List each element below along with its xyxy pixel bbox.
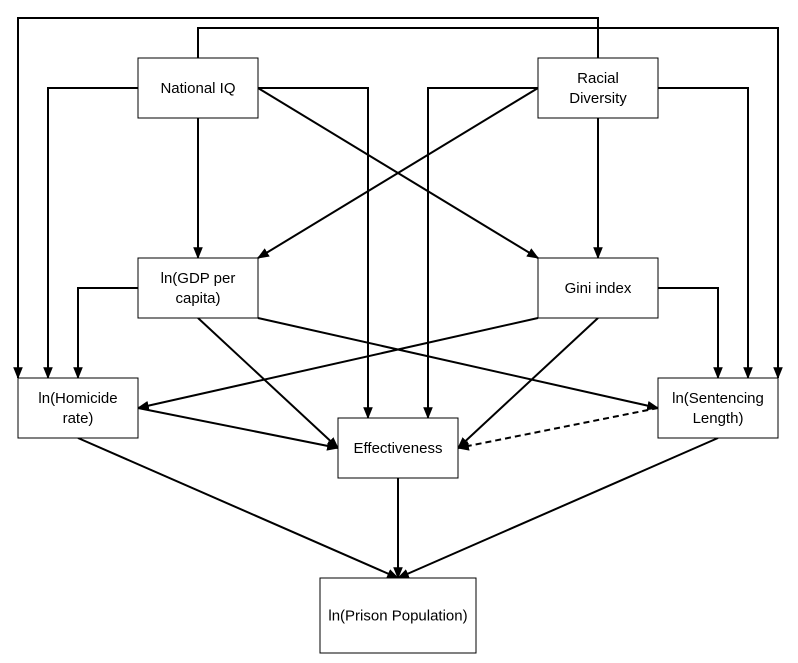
node-label: ln(Homicide (38, 390, 117, 407)
node-box (17, 377, 139, 439)
edge-homicide-to-effectiveness (137, 407, 340, 451)
node-box (137, 57, 259, 119)
edge-national-iq-to-homicide (43, 87, 138, 380)
edge-sentencing-to-prison (396, 437, 719, 579)
node-label: Gini index (565, 280, 632, 297)
node-box (657, 377, 779, 439)
edge-racial-diversity-to-homicide (13, 17, 599, 380)
node-label: ln(GDP per (161, 270, 236, 287)
node-gini: Gini index (537, 257, 659, 319)
node-label: capita) (175, 290, 220, 307)
node-effectiveness: Effectiveness (337, 417, 459, 479)
node-gdp: ln(GDP per capita) (137, 257, 259, 319)
edge-national-iq-to-sentencing (197, 27, 783, 380)
edge-racial-diversity-to-effectiveness (423, 87, 538, 420)
edge-gdp-to-homicide (73, 287, 138, 380)
edge-gini-to-homicide (136, 317, 539, 411)
edge-racial-diversity-to-gdp (256, 87, 539, 259)
node-national-iq: National IQ (137, 57, 259, 119)
node-label: Effectiveness (354, 440, 443, 457)
node-label: rate) (63, 410, 94, 427)
edge-gdp-to-effectiveness (197, 317, 339, 449)
edge-national-iq-to-effectiveness (258, 87, 373, 420)
node-label: ln(Sentencing (672, 390, 764, 407)
node-label: ln(Prison Population) (328, 608, 467, 625)
node-box (319, 577, 477, 654)
node-label: Racial (577, 70, 619, 87)
edge-gini-to-effectiveness (457, 317, 599, 449)
edge-homicide-to-prison (77, 437, 400, 579)
node-box (137, 257, 259, 319)
node-box (337, 417, 459, 479)
edge-gdp-to-sentencing (257, 317, 660, 411)
node-label: National IQ (160, 80, 235, 97)
node-box (537, 57, 659, 119)
node-label: Length) (693, 410, 744, 427)
node-prison: ln(Prison Population) (319, 577, 477, 654)
edge-racial-diversity-to-sentencing (658, 87, 753, 380)
node-homicide: ln(Homicide rate) (17, 377, 139, 439)
edge-sentencing-to-effectiveness (456, 407, 659, 451)
edges-layer (13, 17, 783, 580)
edge-gini-to-sentencing (658, 287, 723, 380)
node-box (537, 257, 659, 319)
node-label: Diversity (569, 90, 627, 107)
